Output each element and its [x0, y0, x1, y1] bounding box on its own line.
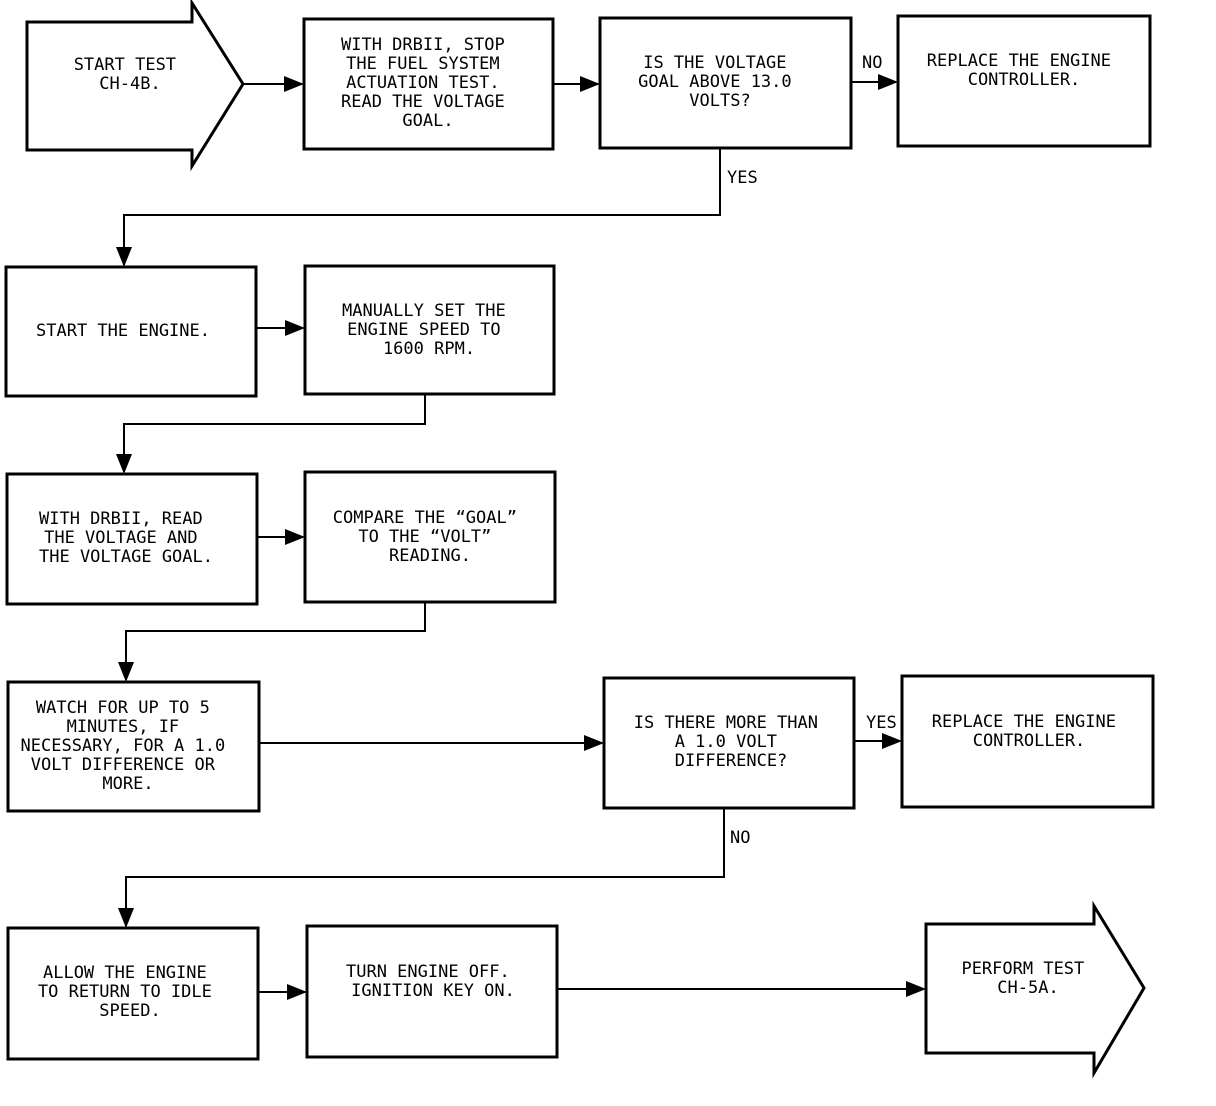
- edge-label-goal-yes: YES: [727, 168, 758, 188]
- node-perform: PERFORM TEST CH-5A.: [924, 900, 1146, 1079]
- edge-label-diff-no: NO: [730, 828, 750, 848]
- node-difference-decision: IS THERE MORE THAN A 1.0 VOLT DIFFERENCE…: [602, 676, 856, 810]
- node-read-voltage: WITH DRBII, READ THE VOLTAGE AND THE VOL…: [5, 472, 259, 606]
- node-idle: ALLOW THE ENGINE TO RETURN TO IDLE SPEED…: [6, 926, 260, 1061]
- node-watch-text: WATCH FOR UP TO 5 MINUTES, IF NECESSARY,…: [21, 698, 236, 794]
- node-read-voltage-text: WITH DRBII, READ THE VOLTAGE AND THE VOL…: [39, 509, 213, 567]
- edge-label-diff-yes: YES: [866, 713, 897, 733]
- node-set-speed-text: MANUALLY SET THE ENGINE SPEED TO 1600 RP…: [342, 301, 516, 359]
- edge-label-goal-no: NO: [862, 53, 882, 73]
- node-difference-decision-text: IS THERE MORE THAN A 1.0 VOLT DIFFERENCE…: [634, 713, 828, 771]
- node-set-speed: MANUALLY SET THE ENGINE SPEED TO 1600 RP…: [303, 264, 556, 396]
- node-compare-text: COMPARE THE “GOAL” TO THE “VOLT” READING…: [333, 508, 527, 566]
- node-start-engine-text: START THE ENGINE.: [36, 321, 210, 341]
- node-compare: COMPARE THE “GOAL” TO THE “VOLT” READING…: [303, 470, 557, 604]
- node-start-engine: START THE ENGINE.: [4, 265, 258, 398]
- node-replace-controller-1-text: REPLACE THE ENGINE CONTROLLER.: [927, 51, 1121, 90]
- node-voltage-goal-decision: IS THE VOLTAGE GOAL ABOVE 13.0 VOLTS?: [598, 16, 853, 150]
- node-perform-text: PERFORM TEST CH-5A.: [961, 959, 1094, 998]
- node-replace-controller-1: REPLACE THE ENGINE CONTROLLER.: [896, 14, 1152, 148]
- node-start-text: START TEST CH-4B.: [74, 55, 187, 94]
- node-stop-fuel-test-text: WITH DRBII, STOP THE FUEL SYSTEM ACTUATI…: [341, 35, 515, 131]
- edge-goal-yes: [116, 148, 721, 267]
- node-engine-off: TURN ENGINE OFF. IGNITION KEY ON.: [305, 924, 559, 1059]
- edge-difference-no: [118, 808, 725, 928]
- node-stop-fuel-test: WITH DRBII, STOP THE FUEL SYSTEM ACTUATI…: [302, 17, 555, 151]
- node-voltage-goal-decision-text: IS THE VOLTAGE GOAL ABOVE 13.0 VOLTS?: [638, 53, 802, 111]
- edge-compare-to-watch: [118, 602, 426, 682]
- node-replace-controller-2-text: REPLACE THE ENGINE CONTROLLER.: [932, 712, 1126, 751]
- node-watch: WATCH FOR UP TO 5 MINUTES, IF NECESSARY,…: [6, 680, 261, 813]
- node-start: START TEST CH-4B.: [25, 0, 245, 172]
- edge-set-speed-to-read: [116, 394, 426, 474]
- node-engine-off-text: TURN ENGINE OFF. IGNITION KEY ON.: [346, 962, 520, 1001]
- node-replace-controller-2: REPLACE THE ENGINE CONTROLLER.: [900, 674, 1155, 809]
- node-idle-text: ALLOW THE ENGINE TO RETURN TO IDLE SPEED…: [38, 963, 222, 1021]
